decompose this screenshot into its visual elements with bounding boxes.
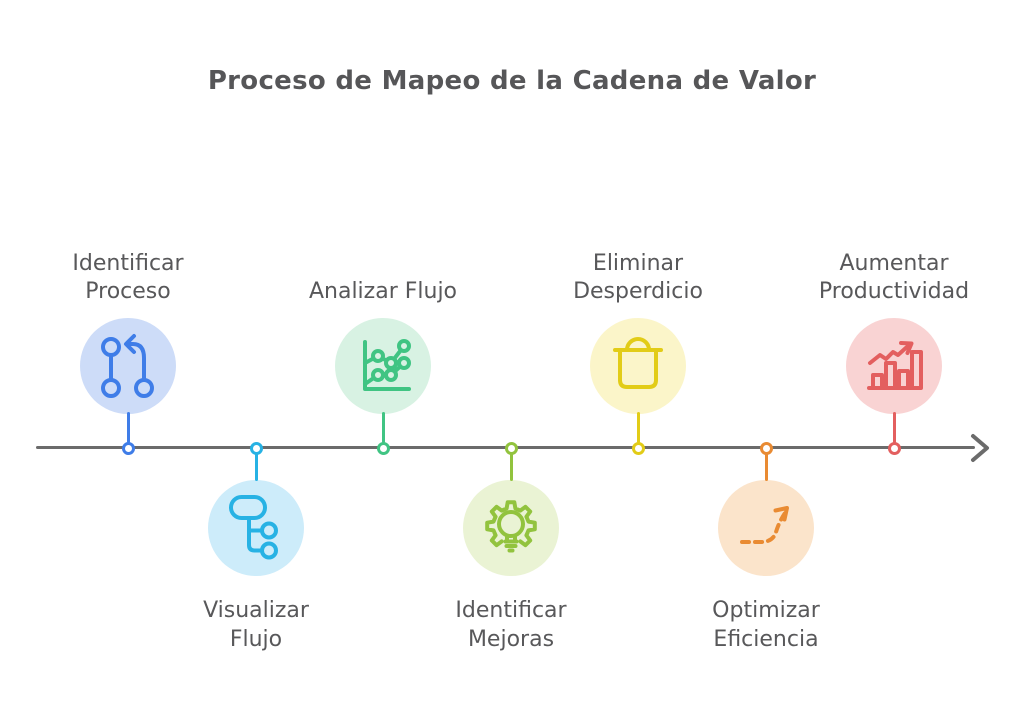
step-bubble [80, 318, 176, 414]
step-label: Optimizar Eficiencia [712, 598, 820, 652]
flowchart-icon [229, 495, 278, 560]
timeline-marker-dot [249, 441, 263, 455]
step-bubble [718, 480, 814, 576]
step-connector [126, 412, 130, 443]
step-connector [254, 450, 258, 481]
timeline-marker-dot [376, 441, 390, 455]
step-bubble [590, 318, 686, 414]
diagram-title: Proceso de Mapeo de la Cadena de Valor [207, 66, 817, 96]
step-label: Eliminar Desperdicio [573, 250, 703, 305]
gear-bulb-icon [485, 500, 537, 553]
step-label: Identificar Mejoras [455, 598, 567, 652]
step-connector [636, 412, 640, 443]
step-connector [892, 412, 896, 443]
timeline-marker-dot [504, 441, 518, 455]
step-connector [381, 412, 385, 443]
trash-bin-icon [613, 337, 663, 389]
step-bubble [846, 318, 942, 414]
bar-chart-growth-icon [867, 341, 923, 390]
timeline-marker-dot [121, 441, 135, 455]
step-label: Analizar Flujo [308, 279, 458, 305]
line-chart-icon [363, 339, 411, 391]
step-label: Aumentar Productividad [818, 250, 970, 305]
timeline-marker-dot [759, 441, 773, 455]
step-bubble [335, 318, 431, 414]
timeline-marker-dot [887, 441, 901, 455]
step-label: Visualizar Flujo [203, 598, 309, 652]
step-connector [764, 450, 768, 481]
timeline-marker-dot [631, 441, 645, 455]
step-bubble [208, 480, 304, 576]
timeline-arrowhead-icon [971, 434, 989, 462]
step-bubble [463, 480, 559, 576]
rising-dashed-arrow-icon [740, 506, 789, 544]
step-label: Identificar Proceso [72, 250, 184, 305]
step-connector [509, 450, 513, 481]
process-cycle-icon [101, 334, 154, 398]
